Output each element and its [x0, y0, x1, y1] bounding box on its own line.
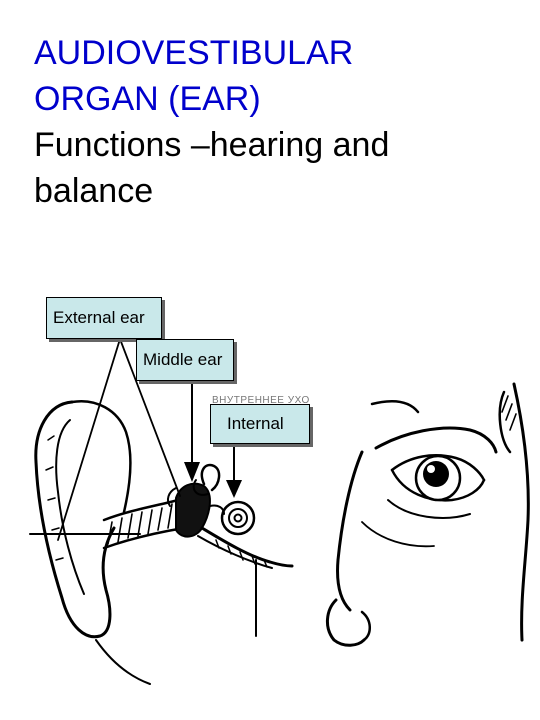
nose-bridge — [336, 450, 364, 612]
cochlea-outer — [220, 500, 256, 536]
pupil — [423, 461, 449, 487]
jaw-line — [95, 639, 151, 685]
external-ear-leader-1 — [57, 338, 121, 541]
middle-ear-arrowhead — [184, 462, 200, 482]
auditory-tube-lower — [197, 535, 273, 569]
auditory-tube-hatching — [215, 539, 268, 568]
cheek-fold — [361, 521, 435, 548]
brow-upper — [370, 400, 420, 414]
title-line-2: ORGAN (EAR) — [34, 80, 261, 118]
faint-russian-label: ВНУТРЕННЕЕ УХО — [212, 395, 310, 406]
auricle-back — [70, 400, 132, 514]
title-line-1: AUDIOVESTIBULAR — [34, 34, 354, 72]
title-line-3: Functions –hearing and — [34, 126, 390, 164]
upper-eyelid — [390, 454, 486, 482]
middle-ear-callout: Middle ear — [136, 339, 234, 381]
internal-ear-arrowhead — [226, 480, 242, 498]
semicircular-canal-1 — [200, 463, 221, 492]
ear-canal-upper — [102, 498, 180, 522]
external-ear-callout: External ear — [46, 297, 162, 339]
title-line-4: balance — [34, 172, 154, 210]
nose-wing — [360, 610, 371, 642]
nostril — [326, 598, 366, 647]
ear-canal-lower — [102, 526, 186, 550]
right-ear-hint — [498, 390, 512, 454]
lower-lid-fold — [387, 499, 471, 519]
external-ear-leader-2 — [119, 338, 181, 497]
lower-eyelid — [390, 468, 486, 502]
slide-title: AUDIOVESTIBULAR ORGAN (EAR) Functions –h… — [34, 30, 514, 214]
internal-ear-callout: Internal — [210, 404, 310, 444]
vestibule — [209, 504, 225, 515]
auricle-inner — [55, 419, 85, 595]
temporal-bone — [175, 482, 211, 538]
cochlea-middle — [228, 508, 248, 528]
tympanic-region — [167, 487, 177, 507]
brow — [374, 426, 498, 454]
auricle — [34, 400, 116, 639]
forehead-hatching — [501, 395, 517, 431]
ear-helix-shading — [45, 435, 64, 561]
eye-highlight — [427, 465, 435, 473]
cochlea-inner — [233, 513, 243, 523]
auditory-tube — [200, 526, 294, 568]
face-right-edge — [512, 382, 530, 642]
semicircular-canal-2 — [192, 479, 209, 496]
